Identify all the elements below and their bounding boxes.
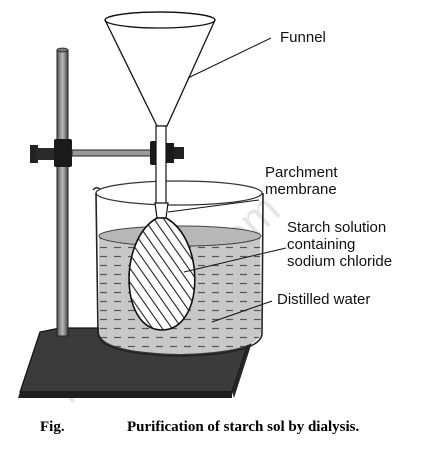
label-starch-line3: sodium chloride [287, 253, 392, 270]
parchment-membrane-bag [128, 202, 196, 331]
label-parchment-line2: membrane [265, 181, 337, 198]
stand-rod [56, 47, 69, 337]
label-starch-line2: containing [287, 236, 355, 253]
label-parchment-line1: Parchment [265, 164, 338, 181]
label-distilled-water: Distilled water [277, 291, 370, 308]
label-starch-line1: Starch solution [287, 219, 386, 236]
caption-text: Purification of starch sol by dialysis. [127, 419, 359, 435]
funnel [104, 11, 216, 205]
leader-lines [167, 37, 287, 323]
caption-prefix: Fig. [40, 419, 65, 435]
label-funnel: Funnel [280, 29, 326, 46]
